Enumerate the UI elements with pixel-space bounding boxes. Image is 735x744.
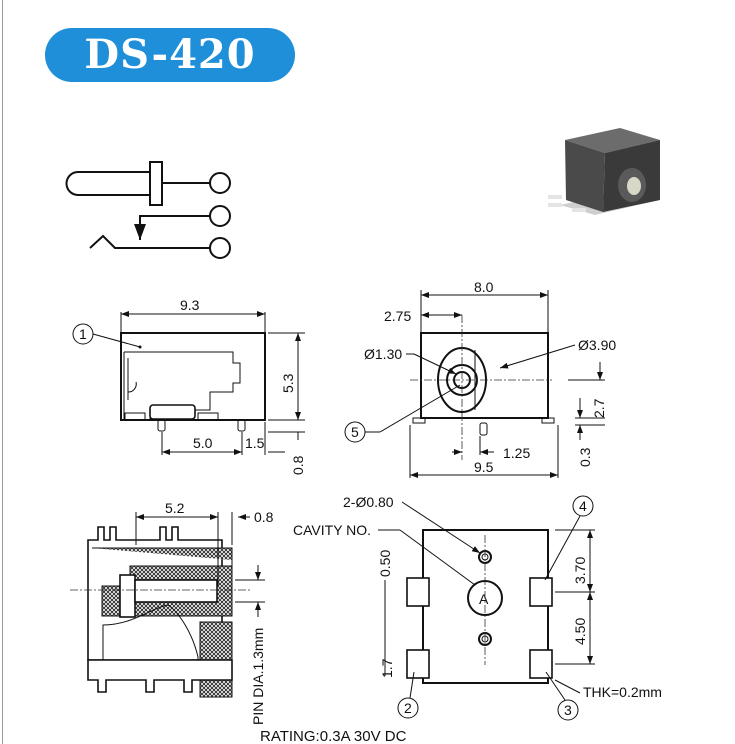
callout-5: 5 <box>351 424 359 440</box>
page-border <box>2 0 3 744</box>
rating-label: RATING:0.3A 30V DC <box>260 728 407 744</box>
pin-dia-label: PIN DIA.1.3mm <box>250 628 266 725</box>
bottom-view: A 2-Ø0.80 CAVITY NO. 0.50 1.7 3.70 4.50 … <box>293 494 662 721</box>
side-view: 9.3 5.3 5.0 1.5 0.8 1 <box>72 297 306 475</box>
schematic-symbol <box>65 161 231 259</box>
dim-section-length: 5.2 <box>165 500 185 516</box>
dim-pin-spacing: 5.0 <box>193 435 213 451</box>
dim-side-width: 9.3 <box>180 297 200 313</box>
front-view: 8.0 2.75 Ø1.30 Ø3.90 2.7 0.3 1.25 9.5 5 <box>344 279 616 478</box>
dim-section-offset: 0.8 <box>254 509 274 525</box>
dim-pin-offset: 1.5 <box>245 435 265 451</box>
dim-center-offset: 2.75 <box>384 308 411 324</box>
dim-base-width: 9.5 <box>474 459 494 475</box>
dim-base-thk: 0.3 <box>577 447 593 467</box>
dim-hole-spec: 2-Ø0.80 <box>343 494 394 510</box>
callout-2: 2 <box>404 700 412 716</box>
section-view: 5.2 0.8 PIN DIA.1.3mm <box>70 500 274 725</box>
dim-inner-dia: Ø1.30 <box>364 346 402 362</box>
dim-pin-center: 1.25 <box>503 445 530 461</box>
dim-tab-lower: 4.50 <box>572 618 588 645</box>
dim-front-width: 8.0 <box>474 279 494 295</box>
dim-top-hole: 0.50 <box>377 550 393 577</box>
dim-pin-height: 0.8 <box>290 455 306 475</box>
dim-center-height: 2.7 <box>591 398 607 418</box>
dim-side-height: 5.3 <box>280 373 296 393</box>
callout-4: 4 <box>579 498 587 514</box>
cavity-label: CAVITY NO. <box>293 522 371 538</box>
dim-tab-upper: 3.70 <box>572 557 588 584</box>
callout-3: 3 <box>564 702 572 718</box>
dim-outer-dia: Ø3.90 <box>578 337 616 353</box>
product-photo <box>548 128 660 215</box>
cavity-letter: A <box>479 591 489 607</box>
thickness-label: THK=0.2mm <box>583 684 662 700</box>
model-title-badge: DS-420 <box>45 28 295 82</box>
callout-1: 1 <box>79 326 87 342</box>
dim-tab-bottom: 1.7 <box>379 658 395 678</box>
